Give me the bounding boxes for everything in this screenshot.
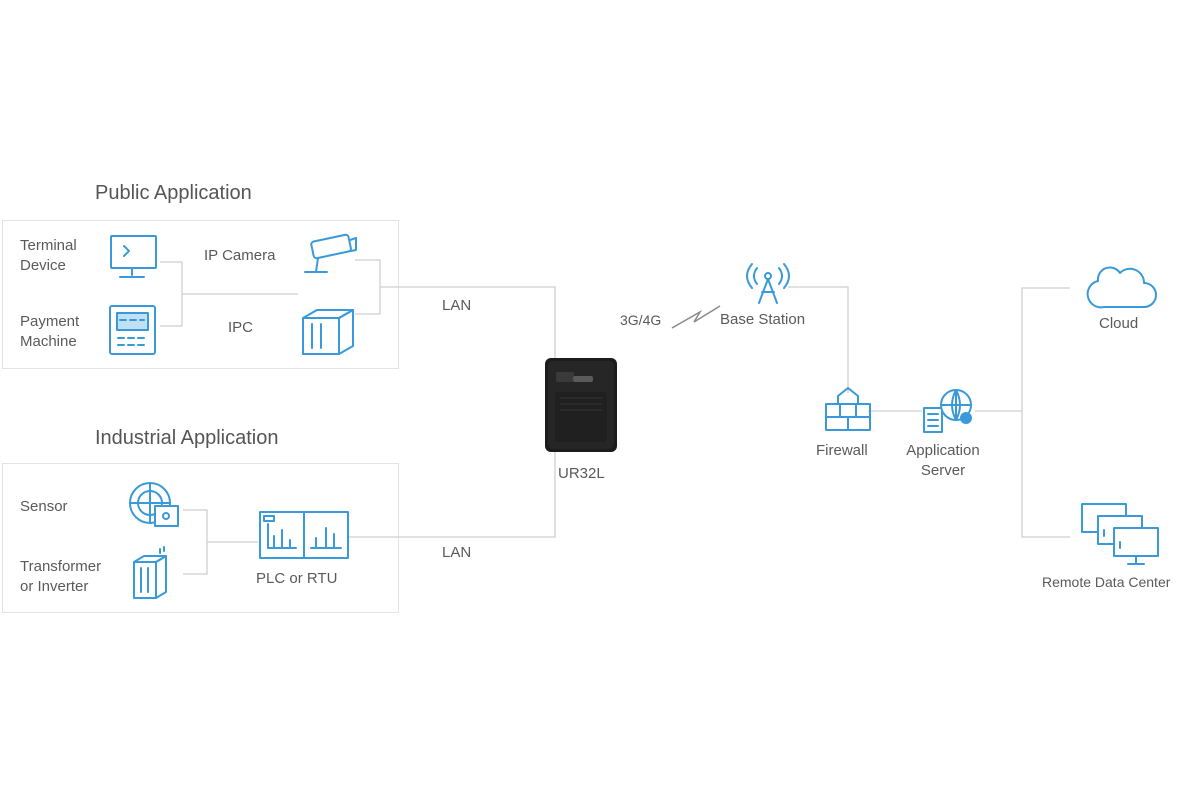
plc-rtu-label: PLC or RTU <box>256 570 338 587</box>
application-server-icon <box>923 389 972 433</box>
cloud-icon <box>1086 266 1157 309</box>
basestation-firewall-line <box>788 286 849 393</box>
cloud-label: Cloud <box>1099 315 1139 332</box>
plc-rtu-icon <box>259 511 349 559</box>
lan-top-label: LAN <box>442 297 472 314</box>
sensor-label: Sensor <box>20 498 68 515</box>
cell-tower-icon <box>746 263 790 304</box>
application-server-label: Application Server <box>906 442 980 479</box>
monitor-icon <box>110 235 157 278</box>
industrial-application-box <box>2 463 399 613</box>
public-left-bracket <box>160 261 183 327</box>
router-device-icon <box>545 358 617 452</box>
sensor-icon <box>129 482 179 527</box>
cellular-label: 3G/4G <box>620 312 662 328</box>
payment-machine-label: Payment Machine <box>20 313 80 350</box>
ipc-label: IPC <box>228 319 254 336</box>
lan-bottom-label: LAN <box>442 544 472 561</box>
connection-lines <box>160 259 1070 575</box>
industrial-left-bracket <box>183 509 208 575</box>
payment-machine-icon <box>109 305 156 355</box>
router-model-label: UR32L <box>558 465 605 482</box>
industrial-application-title: Industrial Application <box>95 427 279 449</box>
lan-top-line <box>380 286 556 360</box>
transformer-icon <box>133 546 167 599</box>
firewall-label: Firewall <box>816 442 868 459</box>
data-center-icon <box>1081 503 1159 565</box>
firewall-icon <box>825 387 871 431</box>
public-right-bracket <box>355 259 381 315</box>
cloud-datacenter-bracket <box>1021 287 1070 538</box>
public-application-title: Public Application <box>95 182 252 204</box>
base-station-label: Base Station <box>720 311 806 328</box>
ip-camera-label: IP Camera <box>204 247 276 264</box>
industrial-pc-icon <box>302 309 354 355</box>
lan-bottom-line <box>348 452 556 538</box>
remote-data-center-label: Remote Data Center <box>1042 574 1171 590</box>
ip-camera-icon <box>304 233 357 273</box>
transformer-label: Transformer or Inverter <box>20 558 102 595</box>
terminal-device-label: Terminal Device <box>20 237 77 274</box>
wireless-link-icon <box>671 305 721 329</box>
